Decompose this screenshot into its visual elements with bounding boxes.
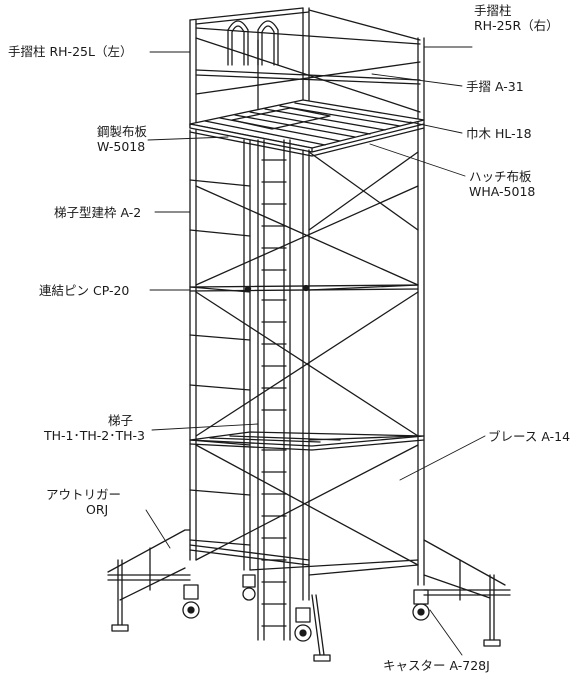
- lower-platform: [189, 431, 425, 450]
- handrail-section: [190, 8, 424, 140]
- label-outrigger-line2: ORJ: [86, 502, 109, 517]
- label-handrail: 手摺 A-31: [466, 79, 524, 94]
- caster-back: [243, 575, 255, 600]
- caster-right: [413, 590, 429, 620]
- outrigger-mid: [312, 595, 330, 661]
- label-toe-board: 巾木 HL-18: [466, 126, 532, 141]
- label-hatch-plank-line1: ハッチ布板: [469, 169, 532, 184]
- label-outrigger-line1: アウトリガー: [46, 487, 122, 502]
- deck-platform: [189, 99, 425, 156]
- label-steel-plank: 鋼製布板 W-5018: [97, 124, 147, 154]
- braces: [196, 152, 418, 565]
- label-outrigger: アウトリガー ORJ: [46, 487, 121, 517]
- label-brace: ブレース A-14: [488, 429, 571, 444]
- label-handrail-post-left: 手摺柱 RH-25L（左）: [8, 44, 133, 59]
- label-ladder-frame: 梯子型建枠 A-2: [54, 205, 142, 220]
- label-hatch-plank-line2: WHA-5018: [469, 184, 536, 199]
- label-caster: キャスター A-728J: [383, 658, 490, 673]
- label-handrail-post-right-line2: RH-25R（右）: [474, 18, 559, 33]
- right-frame: [303, 130, 424, 600]
- outrigger-left: [108, 530, 190, 631]
- outrigger-right: [424, 540, 510, 646]
- ladder: [258, 140, 290, 640]
- connecting-pin-level: [190, 285, 418, 292]
- label-steel-plank-line2: W-5018: [97, 139, 146, 154]
- base-frame: [190, 545, 418, 570]
- caster-left: [183, 585, 199, 618]
- leader-lines: [146, 47, 485, 655]
- label-handrail-post-right: 手摺柱 RH-25R（右）: [474, 3, 559, 33]
- caster-center: [295, 608, 311, 641]
- label-ladder-line2: TH-1･TH-2･TH-3: [44, 428, 145, 443]
- label-handrail-post-right-line1: 手摺柱: [474, 3, 512, 18]
- label-hatch-plank: ハッチ布板 WHA-5018: [469, 169, 535, 199]
- label-ladder-line1: 梯子: [107, 413, 133, 428]
- label-ladder: 梯子 TH-1･TH-2･TH-3: [44, 413, 145, 443]
- label-connecting-pin: 連結ピン CP-20: [39, 283, 130, 298]
- label-steel-plank-line1: 鋼製布板: [97, 124, 148, 139]
